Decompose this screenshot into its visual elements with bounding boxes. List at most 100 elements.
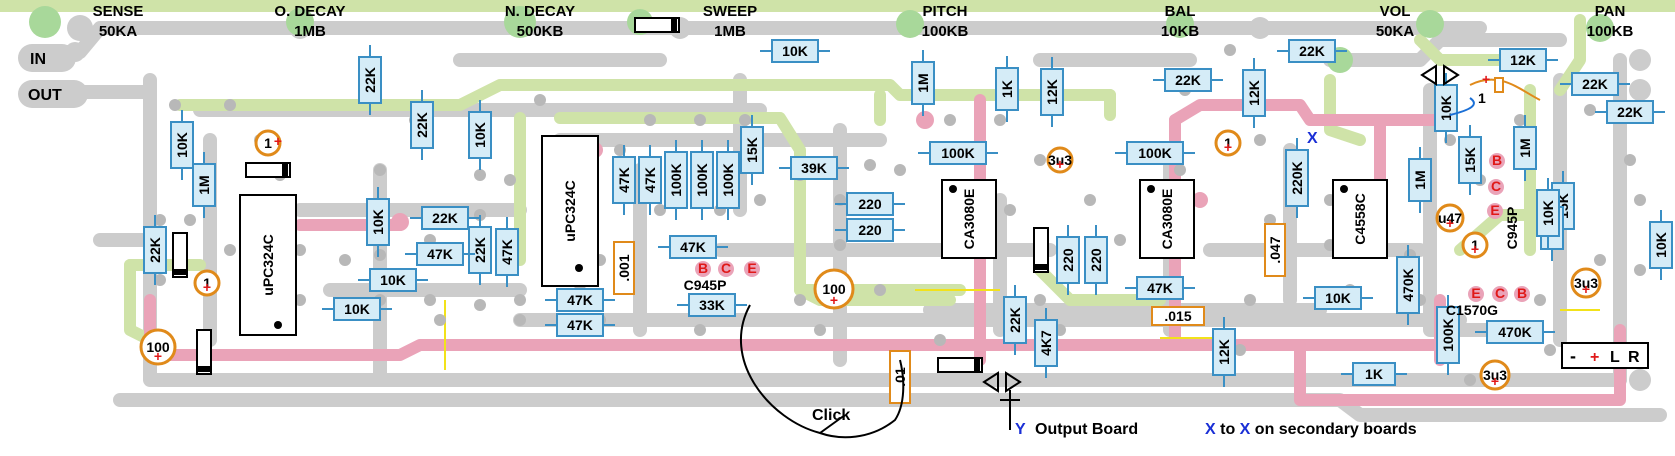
resistor: 10K	[1536, 178, 1560, 248]
resistor-value: 47K	[680, 239, 706, 255]
in-label: IN	[30, 51, 46, 68]
resistor-value: 12K	[1044, 79, 1060, 105]
resistor: 47K	[495, 217, 519, 287]
resistor: 220	[1084, 225, 1108, 295]
pot-value-label: 50KA	[1376, 23, 1415, 40]
yellow-jumpers	[444, 289, 1600, 370]
via-pad	[1114, 234, 1126, 246]
resistor: 100K	[664, 140, 688, 220]
resistor: 1M	[1513, 115, 1537, 181]
electrolytic-cap-layer: 1+1+100+100+3u3+1+u47+1+3u3+3u3+	[139, 129, 1602, 391]
resistor-value: 100K	[720, 163, 736, 196]
resistor-value: 100K	[694, 163, 710, 196]
electrolytic-capacitor: u47+	[1435, 203, 1465, 233]
power-connector	[1561, 342, 1649, 369]
resistor: 33K	[677, 293, 747, 317]
film-capacitor: .015	[1151, 306, 1205, 326]
led-symbol	[1420, 64, 1460, 86]
resistor-value: 10K	[344, 301, 370, 317]
ic-pin1-dot	[274, 321, 282, 329]
diode	[937, 357, 983, 373]
ic-body	[941, 179, 997, 259]
resistor: 47K	[405, 242, 475, 266]
resistor: 10K	[322, 297, 392, 321]
via-pad	[1584, 104, 1596, 116]
resistor-value: 12K	[1510, 52, 1536, 68]
via-pad	[514, 294, 526, 306]
cap-plus: +	[274, 133, 282, 149]
film-capacitor: .047	[1264, 223, 1286, 277]
resistor: 22K	[1277, 39, 1347, 63]
via-pad	[1624, 154, 1636, 166]
via-pad	[339, 254, 351, 266]
cap-plus: +	[1446, 215, 1454, 231]
resistor-value: 22K	[1007, 307, 1023, 333]
resistor: 10K	[358, 268, 428, 292]
resistor: 10K	[366, 187, 390, 257]
via-pad	[374, 249, 386, 261]
x-marker: X	[1307, 130, 1318, 147]
resistor-value: 47K	[567, 317, 593, 333]
resistor-value: 22K	[147, 237, 163, 263]
vol-wire-orange	[1469, 78, 1541, 101]
vol-small-cap	[1494, 77, 1504, 93]
transistor-pin-pad	[1488, 179, 1504, 195]
via-pad	[834, 239, 846, 251]
via-pad	[474, 299, 486, 311]
transistor-pin-label: B	[698, 260, 708, 276]
via-pad	[644, 114, 656, 126]
pot-name-label: PITCH	[923, 3, 968, 20]
click-label: Click	[812, 407, 850, 424]
transistor-pin-label: C	[721, 260, 731, 276]
resistor: 470K	[1396, 245, 1420, 325]
via-pad	[224, 99, 236, 111]
y-marker: Y	[1015, 421, 1026, 438]
transistor-pin-label: E	[1490, 202, 1499, 218]
transistor-pin-label: E	[747, 260, 756, 276]
resistor-value: 12K	[1246, 80, 1262, 106]
resistor-value: 22K	[432, 210, 458, 226]
resistor: 12K	[1040, 57, 1064, 127]
output-wire	[1000, 390, 1020, 430]
transistor-pin-label: B	[1492, 152, 1502, 168]
via-pad	[1034, 154, 1046, 166]
resistor: 47K	[1125, 276, 1195, 300]
resistor: 15K	[1458, 125, 1482, 195]
resistor-value: 220	[858, 222, 882, 238]
resistor: 22K	[1560, 72, 1630, 96]
film-capacitor: .001	[613, 241, 635, 295]
resistor: 1M	[1408, 147, 1432, 213]
electrolytic-capacitor: 3u3+	[1570, 267, 1602, 299]
resistor-value: 47K	[567, 292, 593, 308]
resistor: 10K	[468, 100, 492, 170]
click-wire	[739, 304, 905, 439]
annotations: Click X Y Output Board X to X on seconda…	[812, 71, 1649, 438]
cap-value: 3u3	[1483, 367, 1507, 383]
resistor-value: 1M	[1517, 138, 1533, 157]
via-pad	[814, 324, 826, 336]
resistor: 220	[835, 192, 905, 216]
via-pad	[534, 94, 546, 106]
cap-value: 3u3	[1048, 152, 1072, 168]
resistor: 10K	[760, 39, 830, 63]
resistor-value: 1M	[196, 175, 212, 194]
power-r: R	[1628, 349, 1640, 366]
resistor: 1M	[911, 50, 935, 116]
ic-body	[541, 135, 599, 287]
electrolytic-capacitor: 100+	[139, 328, 177, 366]
transistor-part: C945P	[1504, 207, 1520, 250]
via-pad	[434, 314, 446, 326]
transistor-pin-pad	[1514, 286, 1530, 302]
resistor: 22K	[1595, 100, 1665, 124]
via-pad	[944, 114, 956, 126]
electrolytic-capacitor: 1+	[1214, 129, 1242, 157]
resistor-value: 470K	[1400, 268, 1416, 301]
ic-pin1-dot	[1340, 185, 1348, 193]
electrolytic-capacitor: 1+	[193, 269, 221, 297]
resistor: 100K	[1436, 295, 1460, 375]
cap-plus: +	[830, 292, 838, 308]
film-cap-value: .001	[616, 254, 632, 281]
